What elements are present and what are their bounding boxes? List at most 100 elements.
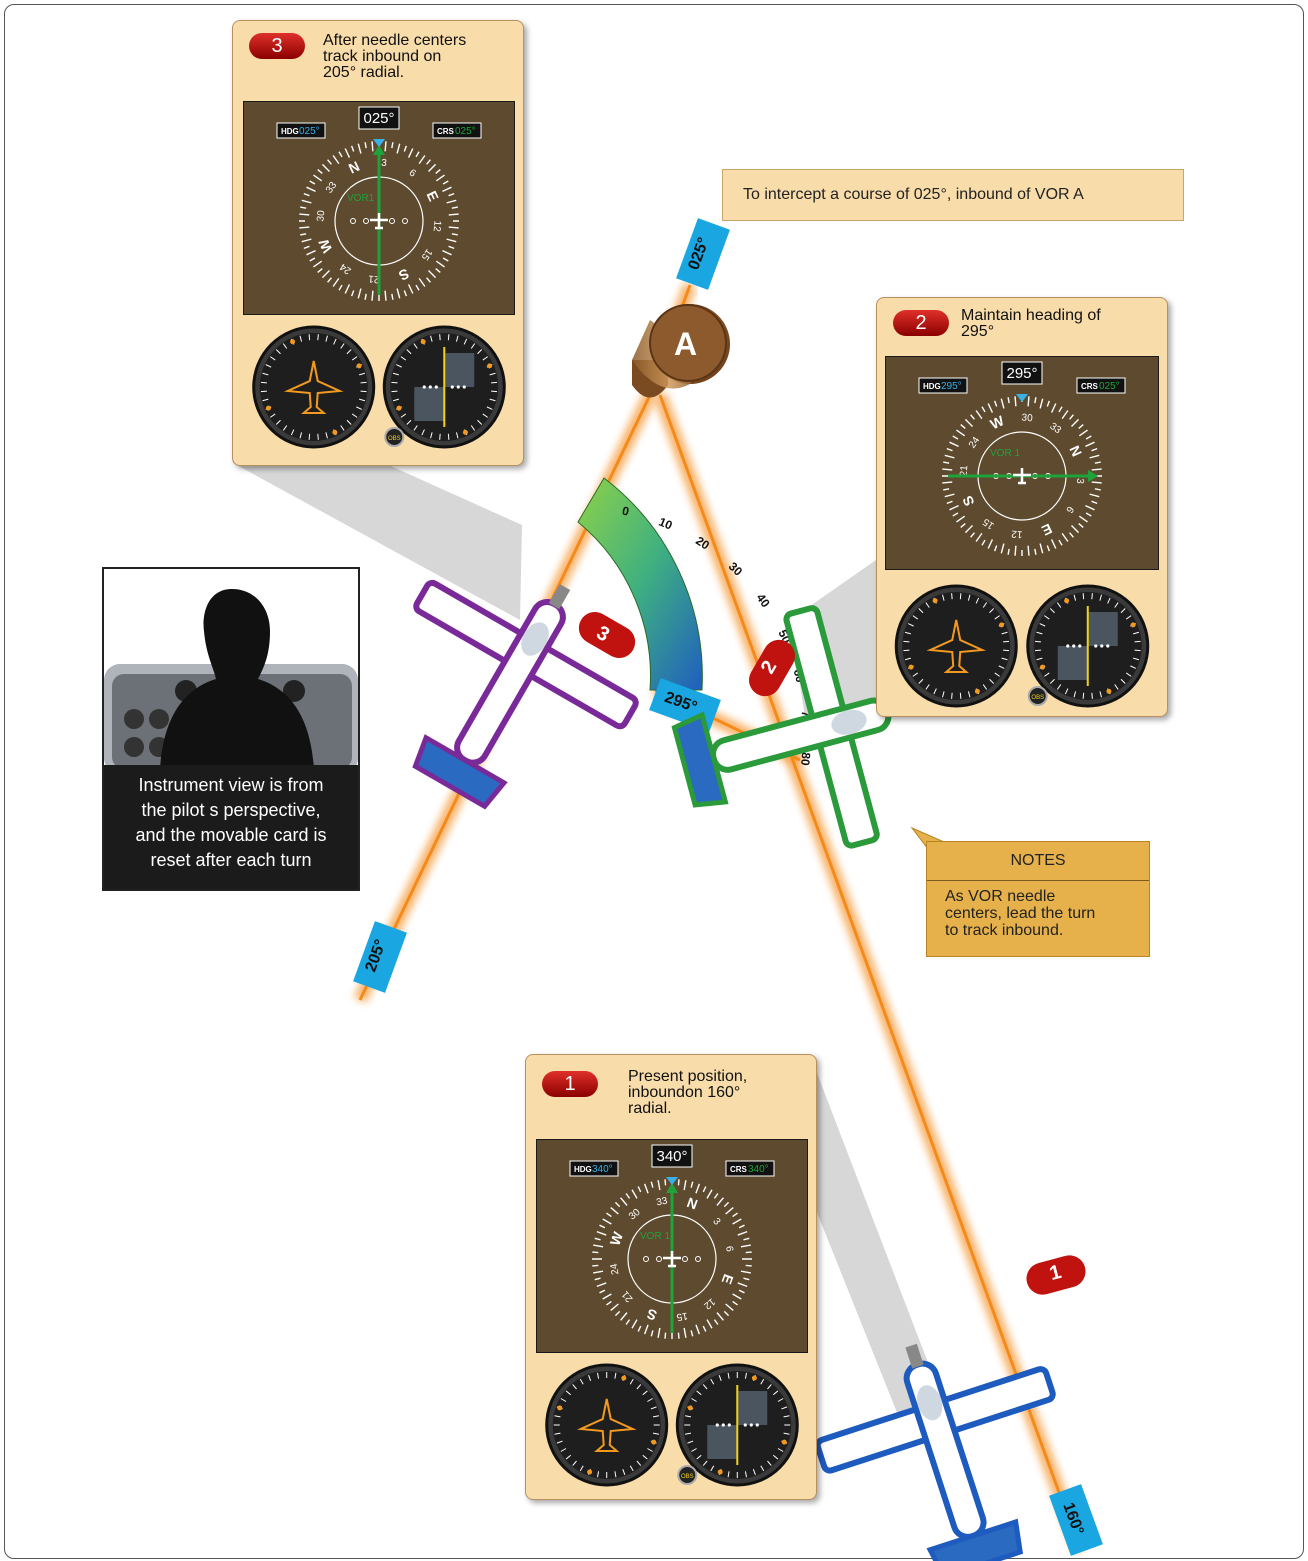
compass-tick (596, 1282, 607, 1288)
obs-label: OBS (1031, 695, 1044, 701)
compass-tick (407, 148, 414, 158)
compass-tick (643, 1183, 649, 1194)
compass-tick (637, 1186, 642, 1193)
compass-tick (384, 141, 387, 152)
compass-tick (300, 206, 307, 209)
obs-label: OBS (681, 1474, 694, 1480)
compass-tick (650, 1181, 654, 1188)
compass-tick (975, 532, 983, 542)
compass-tick (350, 290, 355, 297)
compass-tick (949, 441, 959, 448)
compass-tick (332, 155, 340, 165)
panel-step-2-gauges: OBS (885, 580, 1159, 708)
compass-tick (306, 186, 316, 193)
deviation-dot (363, 218, 369, 224)
compass-tick (391, 293, 394, 300)
round-gauges: OBS (545, 1363, 799, 1487)
airplane-outline-icon (283, 360, 344, 414)
intercept-arc-scale: 01020304050607080 (577, 477, 814, 767)
obs-knob[interactable] (384, 427, 405, 447)
notes-title: NOTES (1010, 852, 1066, 869)
crs-label: CRS (437, 127, 455, 136)
vor-station-a (632, 304, 730, 398)
compass-tick (1078, 523, 1084, 528)
compass-tick (442, 186, 452, 193)
panel-step-1-line-2: inboundon 160° (628, 1084, 741, 1101)
compass-tick (606, 1212, 612, 1218)
plane-badge-2 (749, 639, 795, 697)
arc-scale-label: 10 (657, 515, 675, 533)
compass-tick (732, 1212, 738, 1218)
panel-step-3-line-1: After needle centers (323, 32, 467, 49)
compass-label: 30 (315, 210, 327, 222)
compass-tick (332, 277, 340, 287)
compass-tick (664, 1179, 667, 1186)
vor-indicator-gauge: OBS (1026, 584, 1150, 708)
compass-tick (944, 454, 955, 459)
compass-tick (407, 284, 414, 294)
compass-tick (631, 1319, 638, 1329)
compass-tick (403, 290, 408, 297)
compass-tick (960, 424, 966, 429)
panel-step-1-badge: 1 (542, 1071, 598, 1097)
heading-indicator-gauge (894, 584, 1018, 708)
compass-tick (309, 180, 316, 185)
compass-tick (446, 199, 457, 204)
compass-tick (1085, 441, 1095, 448)
compass-tick (738, 1224, 745, 1229)
heading-bug-icon (373, 139, 385, 147)
arc-scale-label: 0 (621, 504, 631, 519)
compass-tick (426, 277, 431, 283)
hdg-value: 295° (941, 381, 962, 392)
compass-tick (706, 1189, 713, 1199)
compass-tick (1069, 414, 1074, 420)
compass-tick (1034, 548, 1037, 555)
compass-tick (309, 257, 316, 262)
compass-tick (599, 1289, 606, 1294)
deviation-dot (389, 218, 395, 224)
compass-tick (643, 1324, 649, 1335)
obs-knob[interactable] (1027, 686, 1048, 706)
panel-step-3-gauges: OBS (243, 321, 515, 453)
deviation-dot (695, 1256, 701, 1262)
compass-tick (993, 400, 998, 407)
crs-value: 340° (748, 1164, 769, 1175)
crs-box (725, 1160, 775, 1177)
hdg-value: 340° (592, 1164, 613, 1175)
compass-tick (677, 1179, 680, 1186)
radial-tag-160 (1049, 1484, 1103, 1556)
compass-tick (1027, 545, 1030, 556)
compass-tick (344, 148, 351, 158)
compass-tick (690, 1181, 694, 1188)
compass-tick (956, 429, 966, 437)
compass-tick (1094, 488, 1101, 491)
compass-label: 6 (407, 168, 418, 180)
compass-tick (657, 1180, 661, 1191)
compass-tick (713, 1319, 719, 1325)
obs-knob[interactable] (677, 1465, 698, 1485)
compass-tick (695, 1324, 701, 1335)
heading-indicator-gauge (252, 325, 376, 449)
compass-tick (631, 1189, 638, 1199)
compass-label: 3 (710, 1216, 722, 1228)
heading-readout: 025° (363, 110, 394, 127)
compass-tick (391, 142, 394, 149)
compass-tick (1085, 512, 1092, 517)
heading-indicator-gauge (545, 1363, 669, 1487)
hdg-label: HDG (923, 382, 941, 391)
panel-step-1: 1 Present position, inboundon 160° radia… (525, 1054, 817, 1500)
compass-tick (327, 277, 332, 283)
compass-tick (303, 192, 310, 197)
compass-tick (964, 418, 973, 427)
compass-tick (364, 142, 367, 149)
compass-tick (313, 174, 323, 182)
airplane-symbol-icon (370, 213, 388, 230)
compass-tick (442, 249, 452, 256)
compass-tick (620, 1197, 628, 1206)
heading-readout: 340° (656, 1148, 687, 1165)
compass-tick (594, 1277, 601, 1281)
arc-scale-label: 80 (798, 752, 813, 767)
compass-label: 12 (431, 220, 443, 232)
